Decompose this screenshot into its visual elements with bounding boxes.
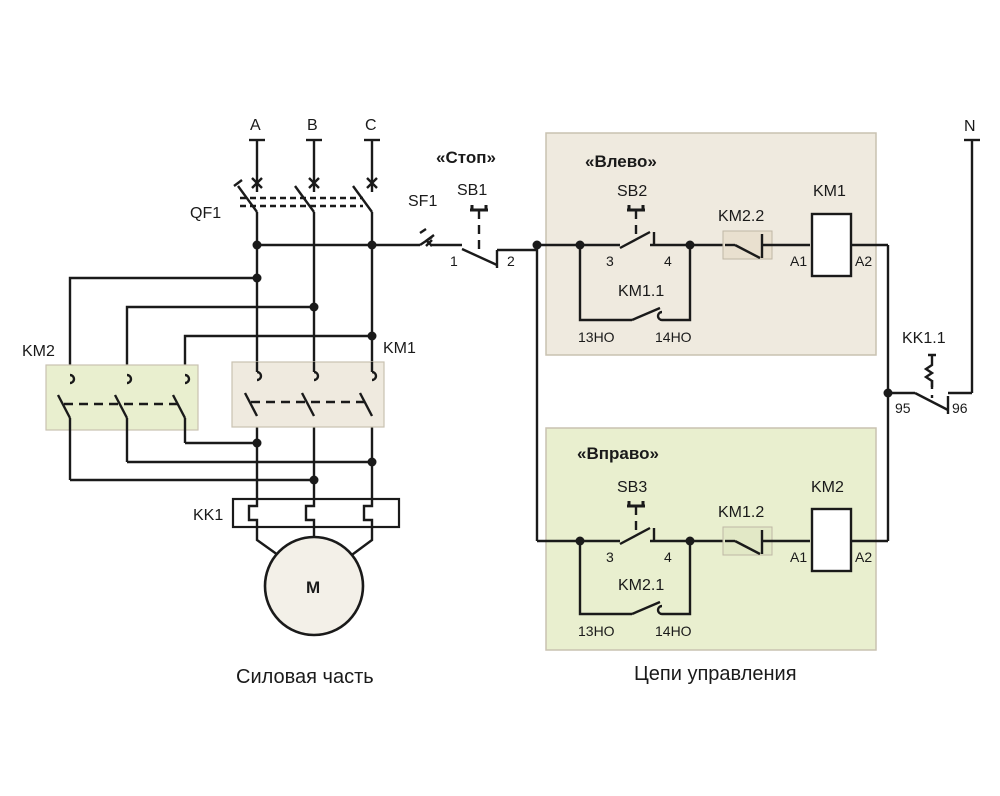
- phase-c-label: C: [365, 117, 377, 134]
- km1-power-label: KM1: [383, 340, 416, 357]
- left-branch: [537, 205, 888, 322]
- coil-km2-a1: A1: [790, 549, 807, 565]
- thermal-elements: [247, 500, 374, 528]
- sb3-pin-3: 3: [606, 549, 614, 565]
- control-caption: Цепи управления: [634, 663, 797, 685]
- kk11-label: KK1.1: [902, 330, 946, 347]
- phase-supply: [249, 138, 380, 192]
- breaker-label: QF1: [190, 205, 221, 222]
- coil-km1-a1: A1: [790, 253, 807, 269]
- sb1-pin-1: 1: [450, 253, 458, 269]
- km11-no-out: 14НО: [655, 329, 692, 345]
- sb2-pin-3: 3: [606, 253, 614, 269]
- kk11-pin-95: 95: [895, 400, 911, 416]
- motor-symbol: [263, 535, 365, 637]
- km22-label: KM2.2: [718, 208, 764, 225]
- km11-label: KM1.1: [618, 283, 664, 300]
- phase-a-label: A: [250, 117, 261, 134]
- sb3-label: SB3: [617, 479, 647, 496]
- phase-buses: [255, 212, 374, 500]
- sb2-label: SB2: [617, 183, 647, 200]
- km21-no-out: 14НО: [655, 623, 692, 639]
- coil-km2-label: KM2: [811, 479, 844, 496]
- overload-contact-kk11: [888, 138, 980, 414]
- km2-feeds: [68, 273, 377, 375]
- km2-contacts: [56, 373, 191, 480]
- km21-no-in: 13НО: [578, 623, 615, 639]
- breaker-qf1: [233, 179, 373, 213]
- stop-button-sb1: [461, 205, 537, 268]
- sb1-pin-2: 2: [507, 253, 515, 269]
- km21-label: KM2.1: [618, 577, 664, 594]
- sb1-label: SB1: [457, 182, 487, 199]
- stop-title: «Стоп»: [436, 148, 496, 167]
- phase-b-label: B: [307, 117, 318, 134]
- coil-km1-label: KM1: [813, 183, 846, 200]
- sb2-pin-4: 4: [664, 253, 672, 269]
- km2-power-label: KM2: [22, 343, 55, 360]
- km12-label: KM1.2: [718, 504, 764, 521]
- right-branch: [537, 501, 888, 616]
- right-title: «Вправо»: [577, 444, 659, 463]
- motor-label: M: [306, 578, 320, 597]
- coil-km1-a2: A2: [855, 253, 872, 269]
- left-title: «Влево»: [585, 152, 657, 171]
- kk1-label: KK1: [193, 507, 223, 524]
- sf1-label: SF1: [408, 193, 437, 210]
- km11-no-in: 13НО: [578, 329, 615, 345]
- neutral-label: N: [964, 118, 976, 135]
- coil-km2-a2: A2: [855, 549, 872, 565]
- switch-sf1: [419, 228, 462, 247]
- reversal-links: [70, 438, 377, 485]
- power-caption: Силовая часть: [236, 666, 374, 688]
- km1-contacts: [243, 362, 380, 419]
- kk11-pin-96: 96: [952, 400, 968, 416]
- sb3-pin-4: 4: [664, 549, 672, 565]
